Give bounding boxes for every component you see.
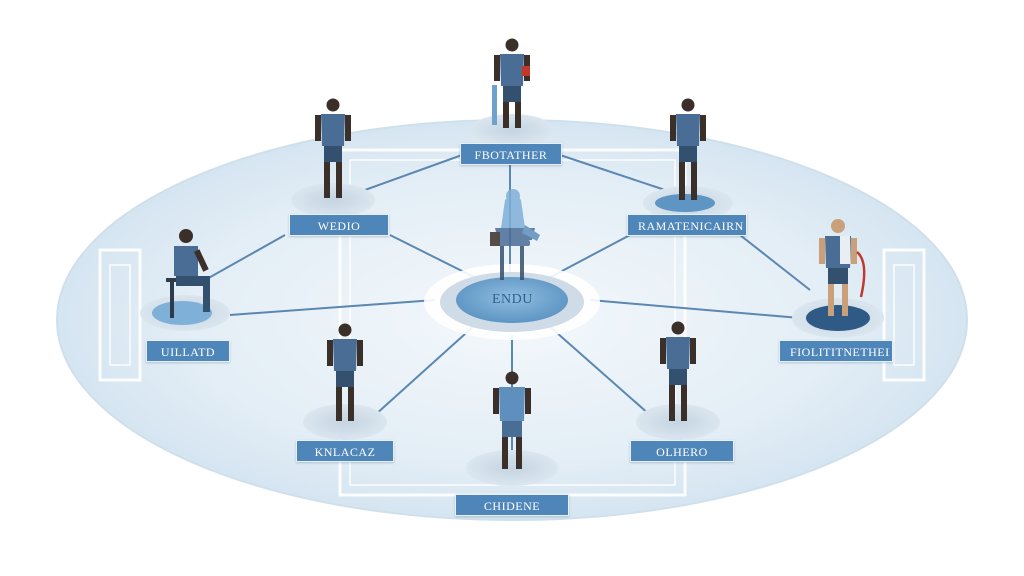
line-right [589,299,801,319]
player-lower-right [660,321,696,421]
player-lower-left [327,323,363,421]
line-lower-right [547,324,651,416]
player-bottom [493,371,531,469]
node-label-lower-left: KNLACAZ [296,440,394,462]
line-right-b [739,234,811,291]
player-upper-left [315,98,351,198]
node-label-upper-left: WEDIO [289,214,389,236]
node-label-lower-right: OLHERO [630,440,734,462]
center-hub-label: ENDU [492,292,533,307]
node-label-top: FBOTATHER [460,143,562,165]
line-lower-left [374,324,476,416]
line-left [229,299,436,316]
line-upper-left-b [364,154,463,191]
line-upper-right-b [559,154,666,191]
player-right [819,219,866,316]
node-label-upper-right: RAMATENICAIRN [627,214,747,236]
center-hub [424,264,600,340]
line-left-b [204,234,286,281]
node-label-left: UILLATD [146,340,230,362]
player-top [492,38,530,128]
player-left-seated [166,229,210,318]
center-figure [490,189,540,280]
node-label-right: FIOLITITNETHEI [779,340,893,362]
node-label-bottom: CHIDENE [455,494,569,516]
player-upper-right [670,98,706,200]
